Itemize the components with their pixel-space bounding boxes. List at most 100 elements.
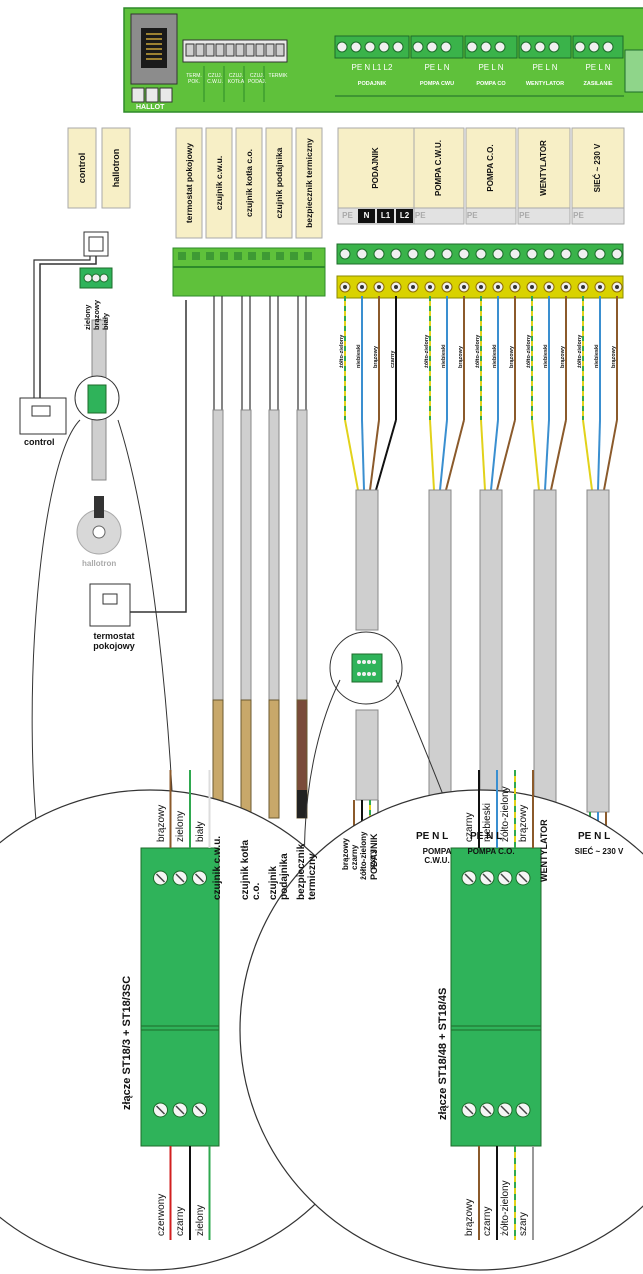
detail-top-wire-label: żółto-zielony xyxy=(500,786,511,842)
device-wire-label: brązowy xyxy=(373,345,379,368)
device-tab xyxy=(517,127,571,209)
detail-top-wire-label: czarny xyxy=(464,812,475,842)
control-tab xyxy=(67,127,97,209)
board-screw xyxy=(494,41,506,53)
device-wire-label: brązowy xyxy=(560,345,566,368)
hallot-terminals xyxy=(131,87,173,103)
device-tab-pin: PE xyxy=(466,211,478,220)
strip-screw xyxy=(594,248,606,260)
connector-body-bottom xyxy=(450,1025,542,1147)
podajnik-wire-label: żółto-zielony xyxy=(359,831,368,880)
sensor-tab-label: czujnik kotła c.o. xyxy=(243,148,254,218)
sensor-tab xyxy=(235,127,263,239)
board-screw xyxy=(480,41,492,53)
detail-bottom-wire-label: żółto-zielony xyxy=(500,1180,511,1236)
device-wire-label: brązowy xyxy=(509,345,515,368)
device-wire-label: czarny xyxy=(390,350,396,368)
device-tab xyxy=(571,127,625,209)
podajnik-label: PODAJNIK xyxy=(369,833,379,880)
sensor-tab-label: czujnik c.w.u. xyxy=(213,155,224,211)
detail-bottom-wire-label: czarny xyxy=(482,1206,493,1236)
leader-left xyxy=(31,419,81,861)
board-sensor-terminal-label: TERMIK xyxy=(268,73,288,79)
board-screw xyxy=(520,41,532,53)
hall-wire-label: biały xyxy=(101,312,110,330)
detail-top-wire-label: biały xyxy=(194,821,206,842)
strip-screw xyxy=(509,248,521,260)
board-screw xyxy=(588,41,600,53)
device-wire-label: żółto-zielony xyxy=(526,334,532,368)
board-screw xyxy=(426,41,438,53)
detail-top-wire-label: brązowy xyxy=(155,804,167,842)
pompa-cwu-name: POMPA C.W.U. xyxy=(422,847,452,865)
pompa-co-name: POMPA C.O. xyxy=(467,847,515,856)
sensor-bottom-label: bezpiecznik termiczny xyxy=(296,843,318,900)
detail-bottom-wire-label: szary xyxy=(518,1212,529,1236)
sensor-tab-label: czujnik podajnika xyxy=(273,147,284,219)
board-screw xyxy=(534,41,546,53)
strip-screw xyxy=(356,248,368,260)
board-block-name: ZASILANIE xyxy=(583,81,613,87)
sensor-cable xyxy=(268,409,280,701)
board-screw xyxy=(364,41,376,53)
sensor-probe xyxy=(268,699,280,819)
board-sensor-terminal-label: CZUJ. PODAJ. xyxy=(247,73,267,85)
board-sensor-terminal-label: CZUJ. KOTŁA xyxy=(227,73,245,85)
hallotron-label: hallotron xyxy=(82,559,117,568)
siec-pins: PE N L xyxy=(578,831,611,842)
device-wire-label: niebieski xyxy=(441,344,447,368)
board-block-name: POMPA CO xyxy=(476,81,506,87)
board-block-pins: PE L N xyxy=(585,63,611,72)
board-screw xyxy=(440,41,452,53)
device-tab xyxy=(413,127,465,209)
board-screw xyxy=(392,41,404,53)
board-sensor-terminal-label: CZUJ. C.W.U. xyxy=(207,73,223,85)
hallotron-tab-label: hallotron xyxy=(110,148,121,188)
device-wire-label: żółto-zielony xyxy=(339,334,345,368)
sensor-tab-label: termostat pokojowy xyxy=(183,142,194,224)
device-tab xyxy=(465,127,517,209)
device-wire-label: brązowy xyxy=(611,345,617,368)
hall-wire-label: zielony xyxy=(83,304,92,330)
device-tab-pin: L2 xyxy=(399,211,410,220)
control-label: control xyxy=(24,437,55,447)
sensor-tab xyxy=(265,127,293,239)
device-tab-pin: PE xyxy=(519,211,530,220)
board-screw xyxy=(548,41,560,53)
board-block-pins: PE L N xyxy=(424,63,450,72)
detail-bottom-wire-label: zielony xyxy=(194,1204,206,1236)
hallot-label: HALLOT xyxy=(136,104,165,111)
device-tab-pin: N xyxy=(363,211,370,220)
detail-bottom-wire-label: czarny xyxy=(175,1206,186,1236)
strip-screw xyxy=(339,248,351,260)
board-screw xyxy=(574,41,586,53)
detail-top-wire-label: brązowy xyxy=(518,804,529,842)
detail-bottom-wire-label: brązowy xyxy=(464,1198,475,1236)
device-wire-label: niebieski xyxy=(356,344,362,368)
device-tab-label: WENTYLATOR xyxy=(538,140,548,196)
device-tab xyxy=(337,127,415,209)
strip-screw xyxy=(424,248,436,260)
strip-screw xyxy=(526,248,538,260)
device-tab-pin: L1 xyxy=(380,211,391,220)
pompa-cwu-cable xyxy=(428,489,452,813)
detail-left-title: złącze ST18/3 + ST18/3SC xyxy=(121,975,133,1110)
connector-body-bottom xyxy=(140,1025,220,1147)
sensor-tab xyxy=(295,127,323,239)
pompa-co-pins: PE N L xyxy=(470,831,503,842)
hall-wire-label: brązowy xyxy=(92,299,101,330)
sensor-cable xyxy=(240,409,252,701)
board-screw xyxy=(378,41,390,53)
siec-name: SIEĆ ~ 230 V xyxy=(574,847,624,856)
device-wire-label: brązowy xyxy=(458,345,464,368)
board-screw xyxy=(350,41,362,53)
device-wire-label: niebieski xyxy=(543,344,549,368)
detail-bottom-wire-label: czerwony xyxy=(155,1193,167,1236)
wentylator-label: WENTYLATOR xyxy=(539,819,549,882)
strip-screw xyxy=(577,248,589,260)
board-block-pins: PE N L1 L2 xyxy=(351,63,393,72)
podajnik-wire-label: czarny xyxy=(350,844,359,870)
device-tab-label: PODAJNIK xyxy=(370,147,380,189)
board-block-name: WENTYLATOR xyxy=(525,81,565,87)
